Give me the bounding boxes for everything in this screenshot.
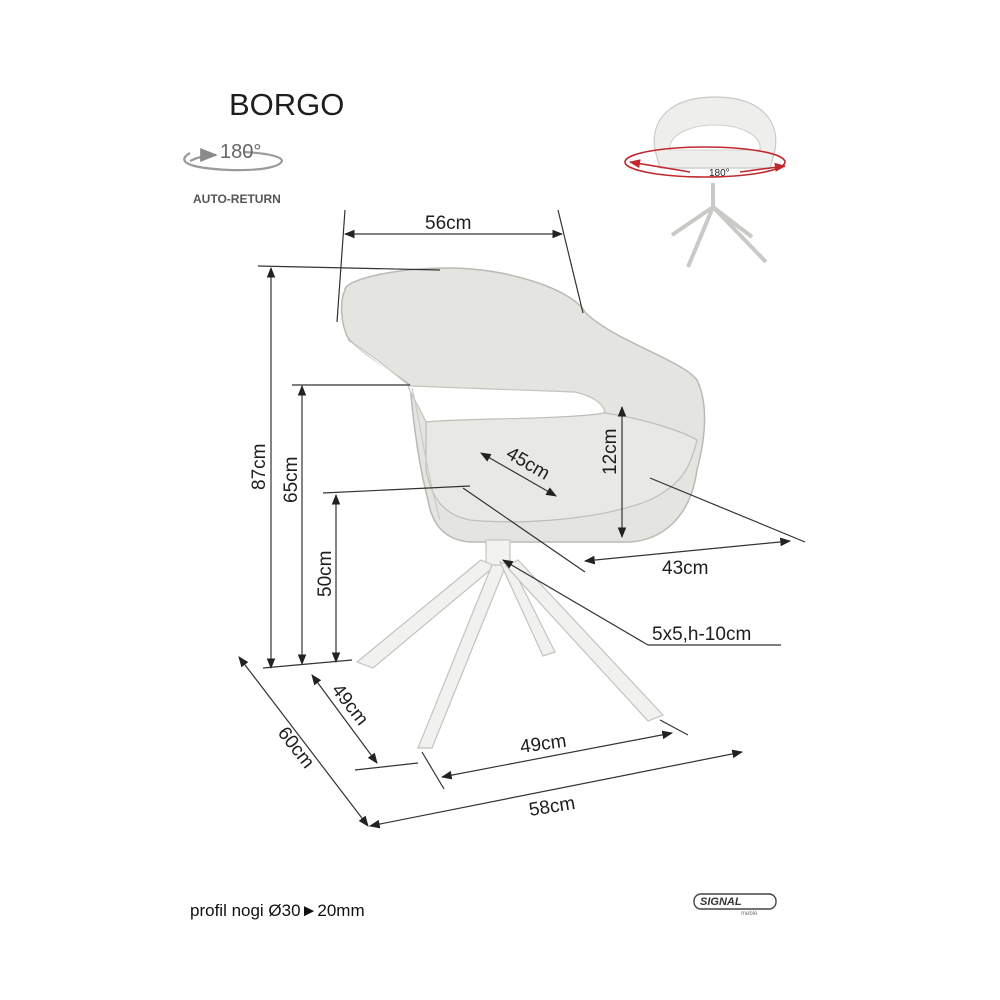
dim-armrest-gap: 12cm <box>600 429 621 475</box>
auto-return-label: AUTO-RETURN <box>193 192 281 206</box>
brand-sub: meble <box>741 911 758 917</box>
mini-rotation-angle-label: 180° <box>709 168 730 179</box>
dim-height-seat: 50cm <box>315 551 336 597</box>
rotation-angle-label: 180° <box>220 141 261 163</box>
signal-logo: SIGNAL meble <box>693 893 777 917</box>
mini-swivel-chair-icon <box>624 96 787 268</box>
dim-width-top: 56cm <box>425 213 471 234</box>
dim-seat-width: 43cm <box>662 558 708 579</box>
product-title: BORGO <box>229 87 344 122</box>
brand-name: SIGNAL <box>700 896 742 908</box>
dim-height-armrest: 65cm <box>281 457 302 503</box>
rotation-icon <box>183 147 284 172</box>
dim-width-total: 58cm <box>527 793 576 821</box>
chair-illustration <box>340 267 706 749</box>
leg-profile-note: profil nogi Ø30►20mm <box>190 901 365 920</box>
dim-depth-total: 60cm <box>273 723 318 773</box>
dim-leg-profile: 5x5,h-10cm <box>652 624 751 645</box>
dimension-lines <box>238 209 806 829</box>
dim-height-total: 87cm <box>249 444 270 490</box>
